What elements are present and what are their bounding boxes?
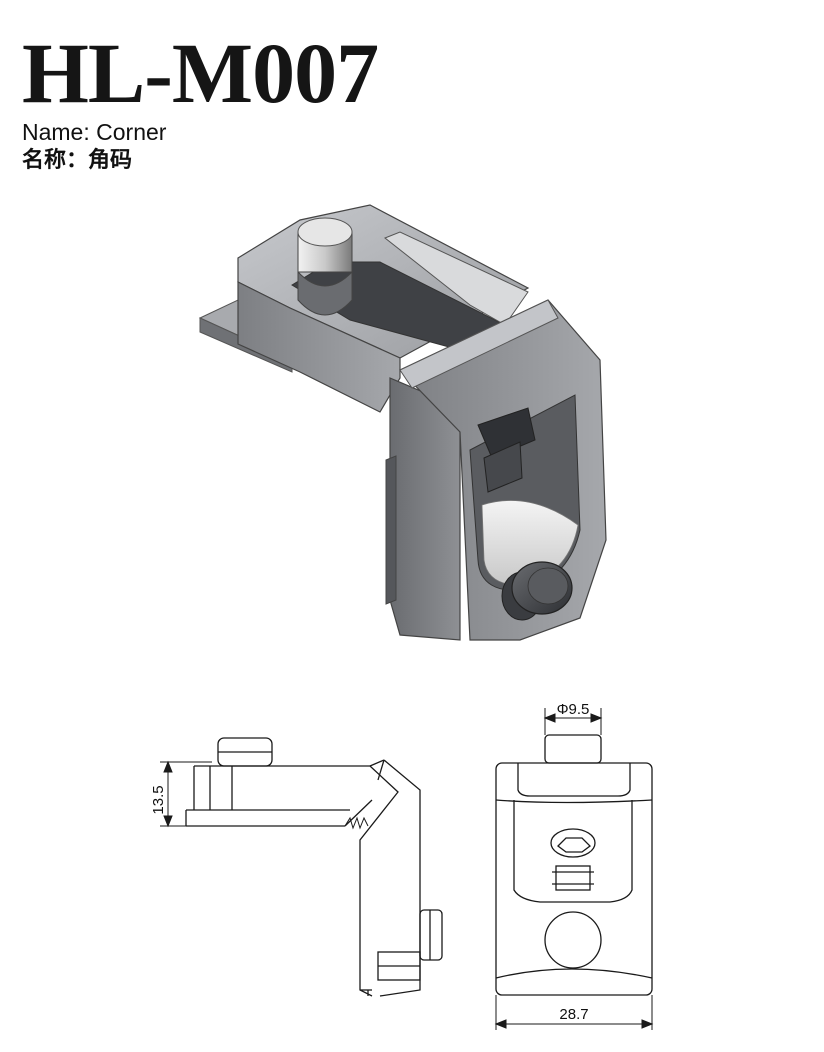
top-slot-inner [384, 231, 529, 326]
product-name-english: Name: Corner [22, 119, 167, 145]
top-pin-cap [297, 217, 353, 247]
front-view-hole [544, 911, 602, 969]
inner-clip [477, 407, 536, 459]
front-bolt-face [527, 567, 569, 605]
side-view-outline-b [379, 759, 421, 997]
front-view [495, 734, 653, 996]
top-pin-shadow [297, 270, 353, 316]
dimension-width [494, 995, 654, 1030]
vertical-arm-bevel [399, 299, 559, 389]
side-view [185, 737, 443, 997]
front-view-body [495, 762, 653, 996]
dimension-width-label: 28.7 [559, 1006, 588, 1023]
dimension-bolt-diameter-label: Φ9.5 [557, 701, 590, 718]
inner-clip-lower [483, 441, 523, 493]
product-name-chinese: 名称：角码 [22, 148, 133, 173]
front-view-hex-bolt [557, 837, 591, 853]
dimension-bolt-diameter [543, 708, 603, 735]
dimension-height [160, 760, 212, 828]
dimension-height-label: 13.5 [150, 785, 167, 814]
model-title: HL-M007 [22, 25, 379, 121]
side-view-outline-a [194, 765, 399, 997]
side-view-bolt [419, 909, 443, 961]
front-view-clip [555, 865, 591, 891]
vertical-arm-notch [385, 455, 397, 605]
front-view-pin [544, 734, 602, 764]
